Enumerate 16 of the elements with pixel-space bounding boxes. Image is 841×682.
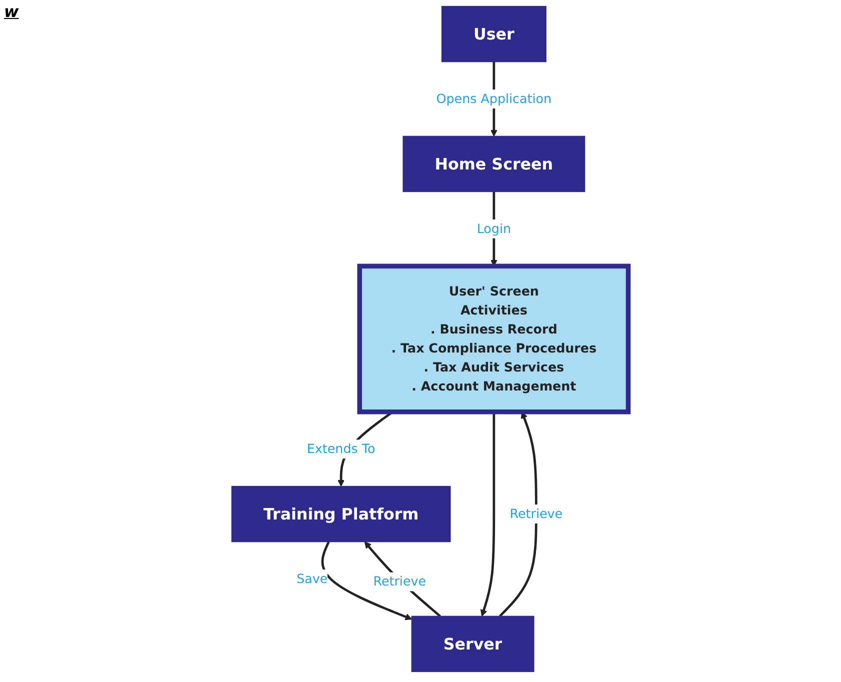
- edge-label: Save: [296, 571, 328, 586]
- edge-label: Retrieve: [373, 574, 426, 589]
- arrow: [499, 412, 538, 618]
- node-box: User' Screen Activities . Business Record . Tax Compliance Procedures . Tax Audit Services . Account Management: [357, 264, 631, 414]
- edge-label: Opens Application: [436, 91, 552, 106]
- edge-label: Extends To: [306, 441, 376, 456]
- heading-fragment: w: [4, 2, 19, 21]
- edge-label: Login: [476, 220, 512, 236]
- node-box: Training Platform: [231, 486, 451, 542]
- node-box: Server: [411, 616, 534, 672]
- arrow: [364, 541, 441, 618]
- arrow: [480, 412, 496, 617]
- node-box: Home Screen: [402, 136, 586, 192]
- node-box: User: [441, 6, 546, 62]
- edge-label: Retrieve: [510, 506, 563, 522]
- arrow: [321, 541, 412, 620]
